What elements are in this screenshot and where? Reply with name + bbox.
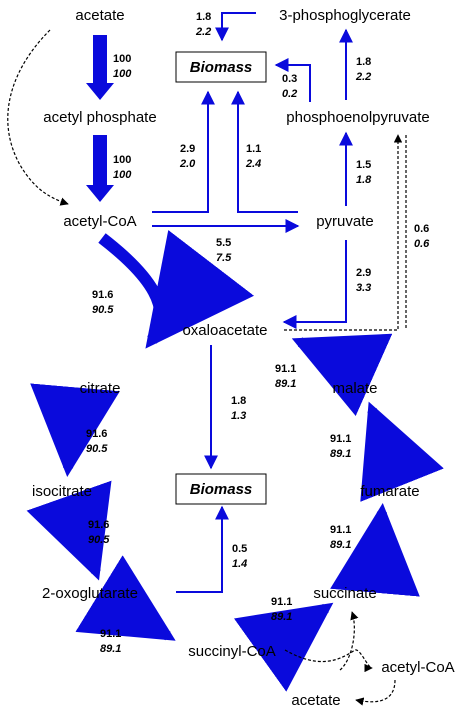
arrow-succinylcoa-succinate	[233, 602, 334, 692]
biomass-box-top: Biomass	[175, 51, 267, 83]
arrow-acetylcoa-citrate	[98, 229, 254, 349]
flux-citrate-isocitrate-a: 91.6	[86, 428, 107, 440]
flux-3pg-biomass-a: 1.8	[196, 11, 211, 23]
flux-oaa-biomass-a: 1.8	[231, 395, 246, 407]
node-succinate: succinate	[313, 585, 376, 602]
flux-oxo-biomass-b: 1.4	[232, 558, 247, 570]
arrow-accoa-biomass	[152, 90, 215, 213]
arrow-3pg-biomass	[215, 12, 256, 42]
flux-malate-oaa-a: 91.1	[275, 363, 296, 375]
flux-isocitrate-oxo-b: 90.5	[88, 534, 110, 546]
flux-pyr-biomass-a: 1.1	[246, 143, 261, 155]
arrow-citrate-isocitrate	[30, 383, 120, 477]
node-succinyl-coa: succinyl-CoA	[188, 643, 276, 660]
node-2-oxoglutarate: 2-oxoglutarate	[42, 585, 138, 602]
arrow-acetylphosphate-acetylcoa	[86, 135, 114, 202]
biomass-top-label: Biomass	[190, 59, 253, 76]
node-acetyl-coa: acetyl-CoA	[63, 213, 136, 230]
dashed-to-acetate-bottom	[355, 679, 396, 706]
node-acetyl-phosphate: acetyl phosphate	[43, 109, 156, 126]
node-fumarate: fumarate	[360, 483, 419, 500]
metabolite-labels: acetate 3-phosphoglycerate acetyl phosph…	[32, 7, 455, 707]
flux-oaa-biomass-b: 1.3	[231, 410, 246, 422]
dashed-arrows	[7, 29, 407, 706]
flux-oaa-pyr-a: 2.9	[356, 267, 371, 279]
dashed-acetate-acetylcoa	[7, 29, 69, 206]
flux-accoa-citrate-b: 90.5	[92, 304, 114, 316]
tca-cycle-arrows	[26, 229, 444, 692]
arrow-acetate-acetylphosphate	[86, 35, 114, 100]
node-oxaloacetate: oxaloacetate	[182, 322, 267, 339]
flux-succinate-fumarate-a: 91.1	[330, 524, 351, 536]
flux-succinate-fumarate-b: 89.1	[330, 539, 351, 551]
flux-pyr-pep-b: 1.8	[356, 174, 372, 186]
flux-pyr-biomass-b: 2.4	[245, 158, 261, 170]
node-acetyl-coa-bottom: acetyl-CoA	[381, 659, 454, 676]
flux-citrate-isocitrate-b: 90.5	[86, 443, 108, 455]
flux-3pg-biomass-b: 2.2	[195, 26, 211, 38]
biomass-mid-label: Biomass	[190, 481, 253, 498]
flux-acetate-acp-a: 100	[113, 53, 131, 65]
flux-oxo-succcoa-b: 89.1	[100, 643, 121, 655]
flux-malate-oaa-b: 89.1	[275, 378, 296, 390]
flux-oaa-pyr-b: 3.3	[356, 282, 371, 294]
flux-accoa-pyr-a: 5.5	[216, 237, 231, 249]
flux-succcoa-succinate-b: 89.1	[271, 611, 292, 623]
thick-flux-arrows	[86, 35, 114, 202]
biomass-box-mid: Biomass	[175, 473, 267, 505]
flux-pep-biomass-b: 0.2	[282, 88, 297, 100]
arrow-fumarate-malate	[360, 401, 444, 502]
flux-oxo-succcoa-a: 91.1	[100, 628, 121, 640]
node-3-phosphoglycerate: 3-phosphoglycerate	[279, 7, 411, 24]
flux-acetate-acp-b: 100	[113, 68, 132, 80]
node-pyruvate: pyruvate	[316, 213, 374, 230]
flux-accoa-pyr-b: 7.5	[216, 252, 232, 264]
flux-labels: 100 100 100 100 1.8 2.2 1.8 2.2 0.3 0.2 …	[86, 11, 430, 655]
arrow-oxoglutarate-succinylcoa	[75, 555, 176, 641]
node-malate: malate	[332, 380, 377, 397]
node-acetate-top: acetate	[75, 7, 124, 24]
arrow-oxo-biomass	[176, 505, 229, 593]
flux-fumarate-malate-b: 89.1	[330, 448, 351, 460]
arrow-pyruvate-oxaloacetate	[282, 240, 347, 329]
thin-flux-arrows	[152, 12, 353, 593]
arrow-malate-oxaloacetate	[291, 333, 393, 417]
flux-acp-accoa-b: 100	[113, 169, 132, 181]
flux-pep-3pg-b: 2.2	[355, 71, 371, 83]
flux-oxo-biomass-a: 0.5	[232, 543, 247, 555]
flux-acp-accoa-a: 100	[113, 154, 131, 166]
arrow-pyr-biomass	[231, 90, 298, 213]
flux-oaa-pep-a: 0.6	[414, 223, 429, 235]
flux-pep-biomass-a: 0.3	[282, 73, 297, 85]
flux-oaa-pep-b: 0.6	[414, 238, 430, 250]
flux-accoa-biomass-a: 2.9	[180, 143, 195, 155]
node-phosphoenolpyruvate: phosphoenolpyruvate	[286, 109, 429, 126]
arrow-succinate-fumarate	[330, 503, 420, 597]
flux-succcoa-succinate-a: 91.1	[271, 596, 292, 608]
flux-pyr-pep-a: 1.5	[356, 159, 371, 171]
dashed-oxaloacetate-pep	[284, 134, 403, 331]
flux-pep-3pg-a: 1.8	[356, 56, 371, 68]
flux-isocitrate-oxo-a: 91.6	[88, 519, 109, 531]
flux-accoa-citrate-a: 91.6	[92, 289, 113, 301]
node-citrate: citrate	[80, 380, 121, 397]
dashed-succinylcoa-acetylcoa	[284, 649, 373, 673]
arrow-pep-biomass	[274, 58, 311, 102]
node-acetate-bottom: acetate	[291, 692, 340, 707]
node-isocitrate: isocitrate	[32, 483, 92, 500]
flux-fumarate-malate-a: 91.1	[330, 433, 351, 445]
dashed-acetylcoa-succinylcoa-loop	[339, 611, 359, 671]
flux-accoa-biomass-b: 2.0	[179, 158, 196, 170]
